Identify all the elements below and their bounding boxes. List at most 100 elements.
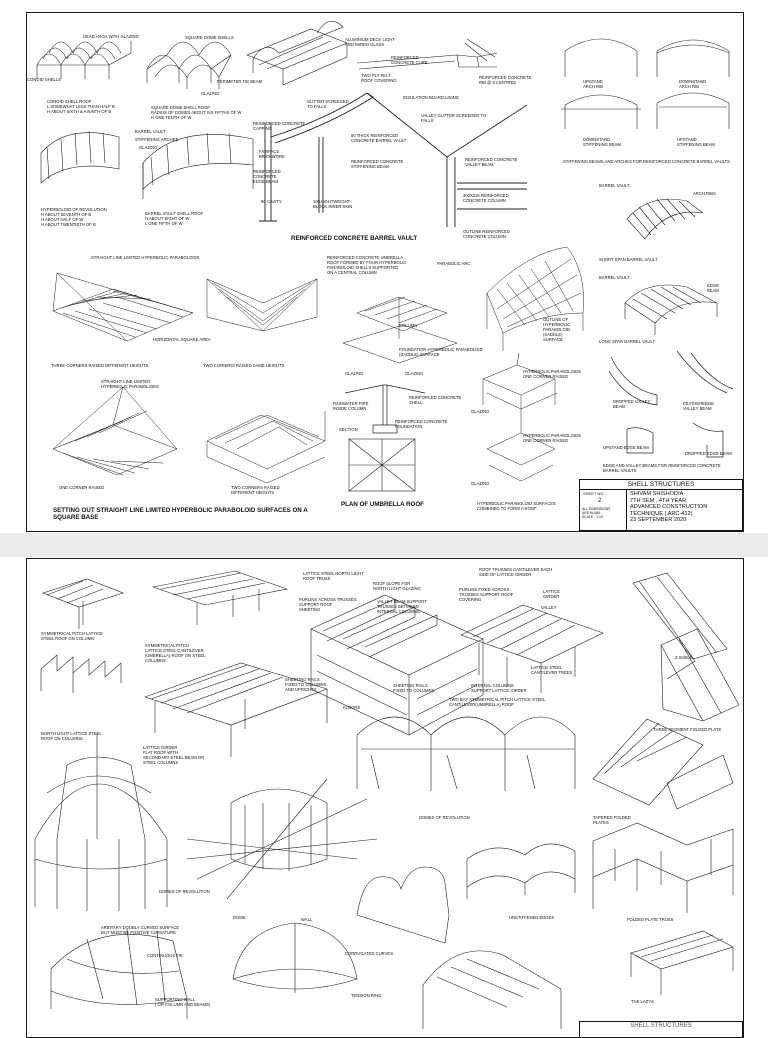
north-light-truss-building (310, 594, 484, 736)
label-glazing-c: GLAZING (345, 371, 364, 376)
label-rainwater: RAINWATER PIPE INSIDE COLUMN (333, 401, 369, 411)
the-lazys-drawing (630, 930, 734, 995)
label-tapered: TAPERED FOLDED PLATES (593, 815, 631, 825)
label-rc-edge: REINFORCED CONCRETE EDGE BEAM (253, 169, 281, 184)
label-corrugated: CORRUGATED CURVES (345, 951, 394, 956)
label-north-light: NORTH LIGHT LATTICE STEEL ROOF ON COLUMN… (41, 731, 102, 741)
label-hyp-one-corner-b: HYPERBOLIC PARABOLOIDS ONE CORNER RAISED (523, 433, 581, 443)
label-two-corners-diff: TWO CORNERS RAISED DIFFERENT HEIGHTS (231, 485, 280, 495)
label-straight-line-b: STRAIGHT LINE LIMITED HYPERBOLIC PARABOL… (101, 379, 159, 389)
label-downstand-arch: DOWNSTAND ARCH RIB (679, 79, 707, 89)
three-segment-folded-plate (660, 628, 740, 722)
dimensions-note: ALL DIMENSIONS ARE IN MM SCALE - 1:10 (582, 507, 611, 519)
title-plan-umbrella: PLAN OF UMBRELLA ROOF (341, 501, 424, 508)
title-block-info: SHIVAM SHISHODIA 7TH SEM , 4TH YEAR ADVA… (630, 491, 707, 524)
label-rc-curb: REINFORCED CONCRETE CURB (391, 55, 428, 65)
label-sym-pitch: SYMMETRICAL PITCH LATTICE STEEL ROOF ON … (41, 631, 103, 641)
semester: 7TH SEM , 4TH YEAR (630, 497, 687, 504)
label-upstand-edge: UPSTAND EDGE BEAM (603, 445, 649, 450)
title-setting-out: SETTING OUT STRAIGHT LINE LIMITED HYPERB… (53, 507, 308, 521)
drawing-sheet-shell-structures: HEAD ARCH WITH GLAZING SQUARE DOME SHELL… (26, 12, 744, 532)
label-featheredge: FEATHEREDGE VALLEY BEAM (683, 401, 715, 411)
label-cavity: 50 CAVITY (261, 199, 282, 204)
label-barrel-vault: BARREL VAULT (135, 129, 166, 134)
label-long-span: LONG SPAN BARREL VAULT (599, 339, 655, 344)
saddle-surface-drawing (486, 246, 584, 351)
label-square-dome-roof: SQUARE DOME SHELL ROOF RADIUS OF DOMES A… (151, 105, 242, 120)
north-light-roof (40, 654, 122, 693)
label-tension-ring: TENSION RING (351, 993, 382, 998)
label-continuous-tie: CONTINUOUS TIE (147, 953, 183, 958)
label-rc-foundation: REINFORCED CONCRETE FOUNDATION (395, 419, 448, 429)
label-glazing-a: GLAZING (201, 91, 220, 96)
label-wall: WALL (301, 917, 313, 922)
label-head-arch: HEAD ARCH WITH GLAZING (83, 34, 139, 39)
label-parabolic: PARABOLIC ARC (437, 261, 471, 266)
label-z-shell: Z SHELL (675, 655, 692, 660)
lattice-girder-flat (144, 662, 328, 757)
label-one-corner: ONE CORNER RAISED (59, 485, 105, 490)
hypar-one-corner (52, 386, 178, 476)
label-hyp-one-corner-a: HYPERBOLIC PARABOLOIDS ONE CORNER RAISED (523, 369, 581, 379)
sheet-date: 23 SEPTEMBER 2020 (630, 517, 687, 524)
title-block-sheet-cell: SHEET NO.: 2 ALL DIMENSIONS ARE IN MM SC… (580, 489, 627, 531)
label-upstand-arch: UPSTAND ARCH RIB (583, 79, 604, 89)
label-stiffening: STIFFENING ARCHES (135, 137, 179, 142)
label-short-span: SHORT SPAN BARREL VAULT (599, 257, 658, 262)
label-lazys: THE LAZYS (631, 999, 654, 1004)
label-al-deck: ALUMINIUM DECK LIGHT AND WIRED GLASS (345, 37, 395, 47)
label-section: SECTION (339, 427, 358, 432)
sheet-number-label: SHEET NO.: (583, 491, 606, 496)
label-three-segment: THREE SEGMENT FOLDED PLATE (653, 727, 722, 732)
unstiffened-edges-drawing (466, 843, 576, 899)
label-felt-cover: TWO PLY FELT ROOF COVERING (361, 73, 397, 83)
label-valley-gutter: VALLEY GUTTER SCREEDED TO FALLS (421, 113, 487, 123)
label-purlins-b: PURLINS FIXED ACROSS TRUSSES SUPPORT ROO… (459, 587, 514, 602)
label-lattice-trees: LATTICE STEEL CANTILEVER TREES (531, 665, 573, 675)
title-rc-barrel-vault: REINFORCED CONCRETE BARREL VAULT (291, 235, 418, 242)
label-arbitrary: ARBITARY DOUBLY CURVED SURFACE BUT MUST … (101, 925, 180, 935)
label-roof-slope: ROOF SLOPE FOR NORTH LIGHT GLAZING (373, 581, 421, 591)
label-insulation: INSULATION BOARD LINING (403, 95, 459, 100)
square-dome-drawing (146, 41, 232, 89)
arbitrary-curved-surface (50, 928, 188, 1019)
label-three-corners: THREE CORNERS RAISED DIFFERENT HEIGHTS (51, 363, 149, 368)
label-roof-trusses: ROOF TRUSSES CANTILEVER EACH SIDE OF LAT… (479, 567, 553, 577)
label-dome: DOME (233, 915, 246, 920)
label-glazing-e: GLAZING (471, 409, 490, 414)
author-name: SHIVAM SHISHODIA (630, 491, 684, 497)
umbrella-roof-drawing (342, 296, 458, 364)
barrel-vault-shell-drawing (142, 132, 254, 199)
label-supporting-wall: SUPPORTING WALL ( OR COLUMN AND BEAMS) (155, 997, 211, 1007)
label-rc-shell-b: REINFORCED CONCRETE SHELL (409, 395, 462, 405)
sheet2-drawings (34, 570, 740, 1029)
label-glazing-f: GLAZING (471, 481, 490, 486)
two-bay-umbrella-roof (460, 604, 604, 693)
label-perimeter-beam: PERIMETER TIE BEAM (217, 79, 263, 84)
folded-plate-truss (592, 822, 734, 913)
label-rc-capping: REINFORCED CONCRETE CAPPING (253, 121, 306, 131)
sheet1-drawings (36, 20, 734, 492)
label-floors: FLOORS (343, 705, 361, 710)
course-name: ADVANCED CONSTRUCTION (630, 504, 708, 511)
label-unstiffened: UNSTIFFENED EDGES (509, 915, 555, 920)
label-sheeting-rails-b: SHEETING RAILS FIXED TO COLUMNS (393, 683, 435, 693)
long-span-barrel-vault (624, 284, 718, 335)
label-glazing-b: GLAZING (139, 145, 158, 150)
label-outline-hyp: OUTLINE OF HYPERBOLIC PARABOLOID (SADDLE… (543, 317, 570, 342)
label-column: COLUMN (399, 323, 418, 328)
label-square-dome: SQUARE DOME SHELLS (185, 35, 234, 40)
title-edge-valley: EDGE AND VALLEY BEAMS FOR REINFORCED CON… (603, 463, 721, 473)
umbrella-lattice-roof (151, 570, 289, 625)
label-umbrella-desc: REINFORCED CONCRETE UMBRELLA ROOF FORMED… (327, 255, 407, 275)
label-hyperbolic-rev: HYPERBOLOID OF REVOLUTION H ABOUT SEVENT… (41, 207, 107, 227)
lattice-roof-on-column (42, 578, 124, 629)
hypar-two-corners-same (206, 278, 318, 332)
label-barrel-roof: BARREL VAULT SHELL ROOF H ABOUT EIGHT OF… (145, 211, 204, 226)
label-valley-beam: VALLEY BEAM SUPPORT TRUSSES BETWEEN INTE… (377, 599, 427, 614)
domes-of-revolution-c (356, 716, 576, 791)
label-arch-ribs: ARCH RIBS (693, 191, 716, 196)
umbrella-section (344, 384, 426, 434)
label-gutter: GUTTER SCREEDED TO FALLS (307, 99, 349, 109)
label-valley: VALLEY (541, 605, 557, 610)
